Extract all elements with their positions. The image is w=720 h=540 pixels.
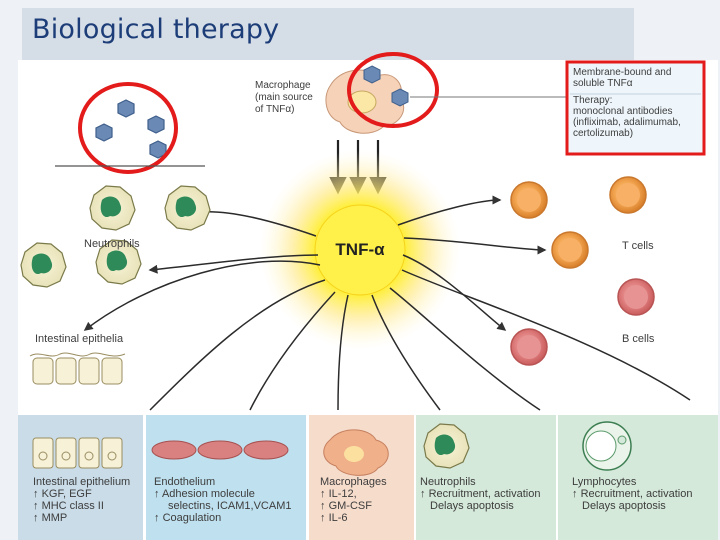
panel-lymphocytes-text: Lymphocytes ↑ Recruitment, activation De… xyxy=(572,476,693,512)
t-cells xyxy=(510,176,647,269)
slide-title: Biological therapy xyxy=(32,14,280,45)
epithelia-label: Intestinal epithelia xyxy=(35,333,124,345)
highlight-circle-left xyxy=(78,82,178,174)
neutrophil-cells xyxy=(20,185,211,288)
callout-text: Membrane-bound and soluble TNFα Therapy:… xyxy=(573,67,681,139)
tnf-center xyxy=(314,204,406,296)
b-cells-label: B cells xyxy=(622,333,655,345)
neutrophils-label: Neutrophils xyxy=(84,238,140,250)
t-cells-label: T cells xyxy=(622,240,654,252)
panel-macrophages-text: Macrophages ↑ IL-12, ↑ GM-CSF ↑ IL-6 xyxy=(320,476,387,524)
b-cells xyxy=(510,278,655,366)
panel-epithelium-text: Intestinal epithelium ↑ KGF, EGF ↑ MHC c… xyxy=(33,476,131,524)
panel-endothelium xyxy=(146,415,306,540)
panel-icons xyxy=(32,421,632,476)
panel-epithelium xyxy=(18,415,143,540)
panel-neutrophils-text: Neutrophils ↑ Recruitment, activation De… xyxy=(420,476,541,512)
title-bar xyxy=(22,8,634,60)
tnf-molecules-left xyxy=(95,99,167,159)
tnf-label: TNF-α xyxy=(335,240,385,259)
callout-box xyxy=(565,60,706,156)
epithelia-cells xyxy=(29,352,126,385)
macrophage-label: Macrophage (main source of TNFα) xyxy=(255,80,313,115)
panel-endothelium-text: Endothelium ↑ Adhesion molecule selectin… xyxy=(154,476,292,524)
highlight-circle-right xyxy=(347,52,439,128)
macrophage-cell xyxy=(325,65,409,134)
radiating-lines xyxy=(83,195,691,411)
